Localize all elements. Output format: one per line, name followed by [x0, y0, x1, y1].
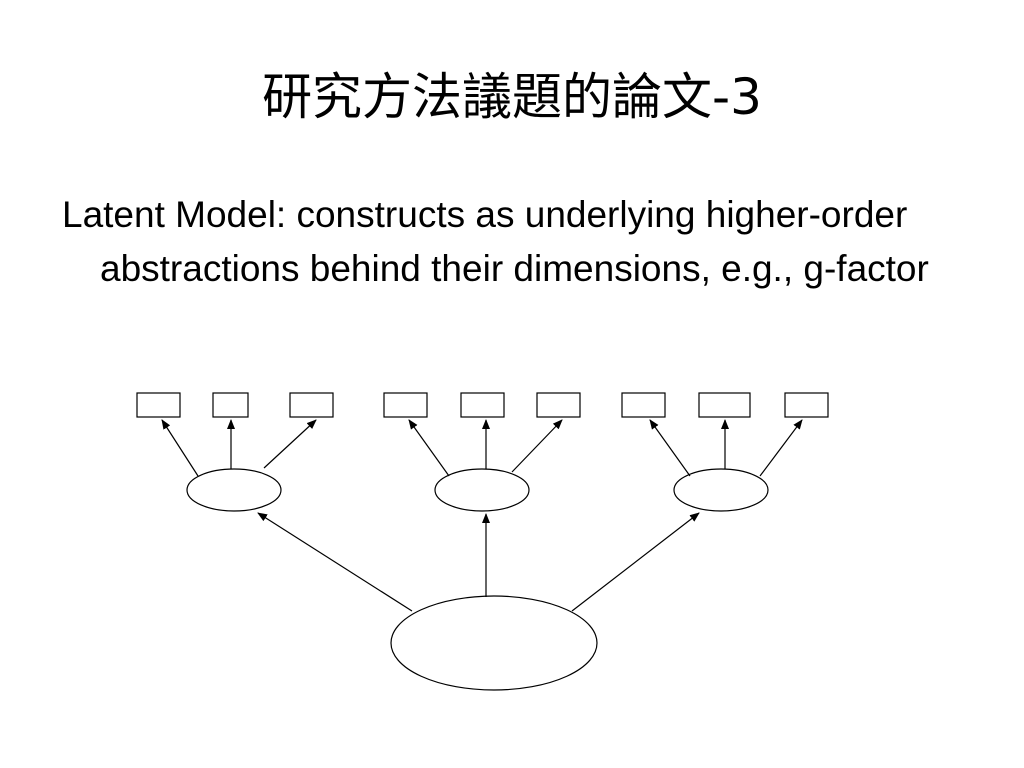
- higher-order-arrow-3: [571, 512, 700, 612]
- loading-arrow-6: [511, 419, 563, 473]
- loading-arrow-9: [759, 419, 803, 477]
- first-order-factor-3: [673, 468, 769, 512]
- body-text: Latent Model: constructs as underlying h…: [62, 194, 929, 289]
- indicator-box-8: [698, 392, 751, 418]
- second-order-factor: [390, 595, 598, 691]
- slide-title: 研究方法議題的論文-3: [262, 68, 762, 126]
- indicator-box-3: [289, 392, 334, 418]
- loading-arrow-7: [649, 419, 691, 477]
- higher-order-arrow-1: [257, 512, 413, 612]
- indicator-box-7: [621, 392, 666, 418]
- loading-arrow-3: [263, 419, 317, 469]
- loading-arrow-4: [408, 419, 450, 477]
- first-order-factor-2: [434, 468, 530, 512]
- loading-arrow-1: [161, 419, 199, 477]
- indicator-box-6: [536, 392, 581, 418]
- indicator-box-2: [212, 392, 249, 418]
- first-order-factor-1: [186, 468, 282, 512]
- indicator-box-1: [136, 392, 181, 418]
- indicator-box-5: [460, 392, 505, 418]
- indicator-box-9: [784, 392, 829, 418]
- indicator-box-4: [383, 392, 428, 418]
